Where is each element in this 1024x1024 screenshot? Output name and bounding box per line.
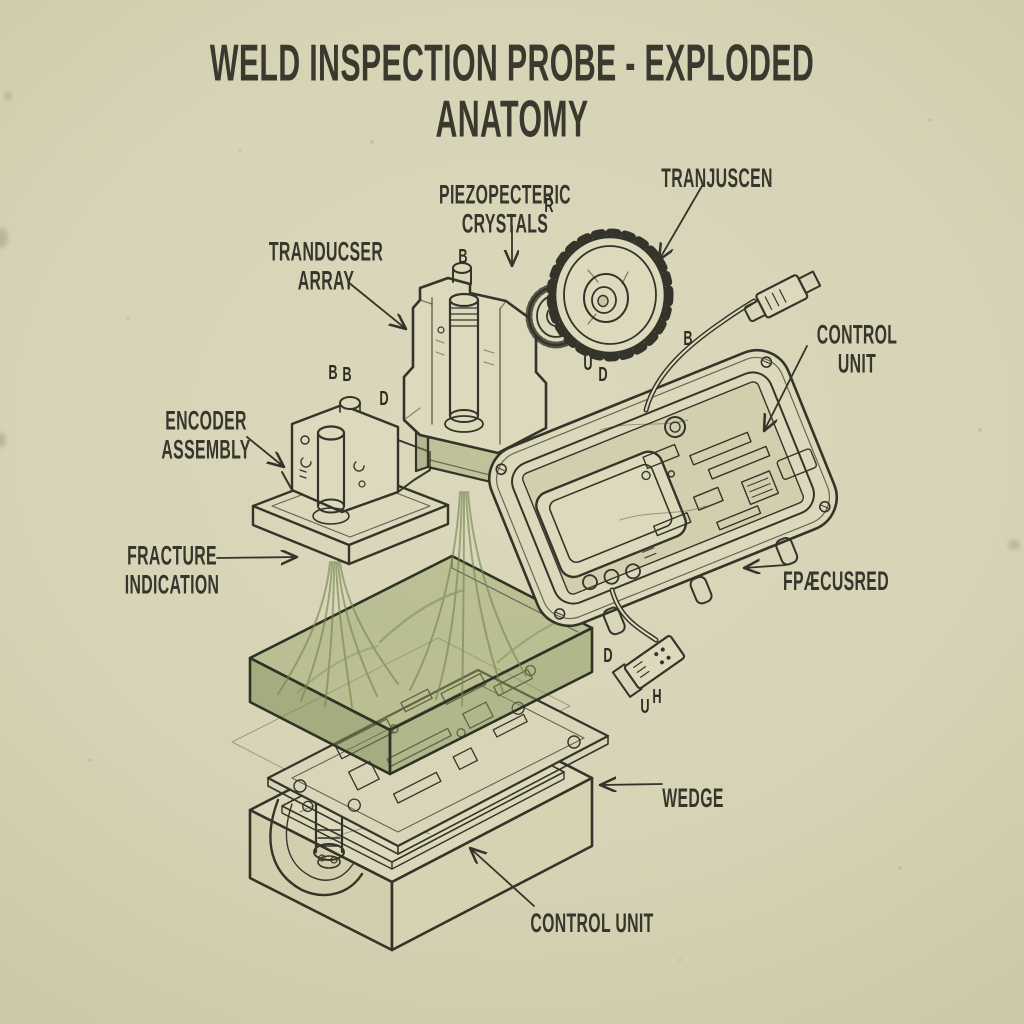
arrow-wedge — [600, 784, 663, 785]
stray-glyph: R — [544, 194, 554, 217]
stray-glyph: B — [342, 363, 352, 386]
stray-glyph: H — [652, 685, 662, 708]
control-unit-tray — [488, 348, 838, 636]
paper-speckles — [88, 118, 982, 962]
arrow-encoder-assembly — [246, 436, 284, 467]
arrow-transducer-wheel — [659, 185, 703, 260]
arrow-control-unit-top — [764, 345, 808, 431]
paper-smudge — [0, 432, 6, 448]
label-focused: FPÆCUSRED — [783, 566, 889, 597]
ultrasonic-beam-fans — [277, 491, 585, 708]
stray-glyph: D — [603, 644, 613, 667]
callout-arrows — [216, 185, 808, 907]
label-transducer-wheel: TRANJUSCEN — [661, 163, 773, 194]
control-unit-components — [641, 431, 818, 559]
encoder-gear-wheel — [525, 228, 674, 362]
label-piezo-crystals: PIEZOPECTERIC CRYSTALS — [439, 179, 571, 240]
label-wedge: WEDGE — [662, 783, 724, 814]
stray-glyph: U — [640, 695, 650, 718]
stray-glyph: D — [598, 363, 608, 386]
circuit-board-plate — [231, 637, 610, 855]
paper-smudge — [4, 92, 12, 100]
arrow-transducer-array — [347, 281, 406, 329]
label-control-unit-top: CONTROL UNIT — [816, 319, 898, 380]
page-title-text: WELD INSPECTION PROBE - EXPLODED ANATOMY — [209, 32, 815, 147]
arrow-control-unit-bottom — [470, 848, 535, 907]
arrow-focused — [744, 565, 787, 568]
arrow-fracture-indication — [216, 557, 297, 558]
transducer-array-housing — [402, 262, 548, 489]
page-title: WELD INSPECTION PROBE - EXPLODED ANATOMY — [0, 0, 1024, 145]
usb-cable-connector — [643, 270, 822, 413]
label-transducer-array: TRANDUCSER ARRAY — [268, 236, 384, 297]
paper-smudge — [1008, 540, 1020, 550]
label-encoder-assembly: ENCODER ASSEMBLY — [161, 405, 251, 466]
stray-glyph: D — [379, 387, 389, 410]
label-control-unit-bottom: CONTROL UNIT — [530, 908, 654, 939]
paper-smudge — [0, 228, 8, 248]
pin-cable-connector — [609, 587, 686, 698]
encoder-assembly-bracket — [251, 396, 450, 566]
stray-glyph: B — [328, 361, 338, 384]
stray-glyph: B — [683, 327, 693, 350]
label-fracture-indication: FRACTURE INDICATION — [124, 540, 220, 601]
stray-glyph: B — [458, 245, 468, 268]
stray-glyph: U — [583, 352, 593, 375]
green-wedge-block — [248, 554, 594, 776]
